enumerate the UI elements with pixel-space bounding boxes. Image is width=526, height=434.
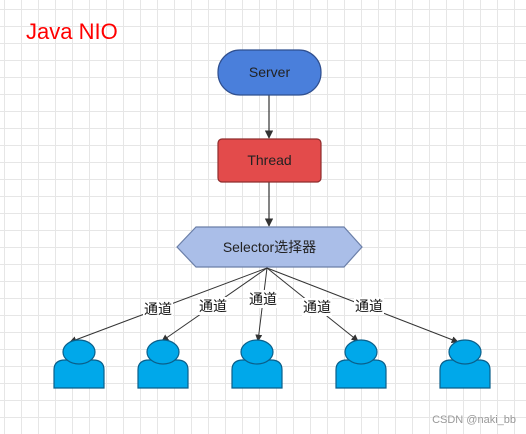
channel-label-text-5: 通道 bbox=[355, 298, 383, 314]
thread-node: Thread bbox=[217, 138, 322, 183]
channel-label-3: 通道 bbox=[248, 290, 278, 308]
server-label: Server bbox=[249, 64, 291, 80]
channel-label-4: 通道 bbox=[302, 298, 332, 316]
watermark-text: CSDN @naki_bb bbox=[432, 414, 516, 426]
server-node: Server bbox=[217, 49, 322, 96]
channel-label-2: 通道 bbox=[198, 297, 228, 315]
client-4-user-icon bbox=[335, 339, 387, 389]
channel-label-text-4: 通道 bbox=[303, 299, 331, 315]
channel-label-text-2: 通道 bbox=[199, 298, 227, 314]
channel-label-text-1: 通道 bbox=[144, 301, 172, 317]
selector-node: Selector选择器 bbox=[176, 226, 363, 268]
client-5-user-icon bbox=[439, 339, 491, 389]
channel-label-1: 通道 bbox=[143, 300, 173, 318]
client-1-user-icon bbox=[53, 339, 105, 389]
thread-label: Thread bbox=[247, 152, 291, 168]
channel-label-5: 通道 bbox=[354, 297, 384, 315]
diagram-title: Java NIO bbox=[26, 19, 118, 44]
channel-label-text-3: 通道 bbox=[249, 291, 277, 307]
client-2-user-icon bbox=[137, 339, 189, 389]
client-3-user-icon bbox=[231, 339, 283, 389]
selector-label: Selector选择器 bbox=[223, 239, 316, 255]
